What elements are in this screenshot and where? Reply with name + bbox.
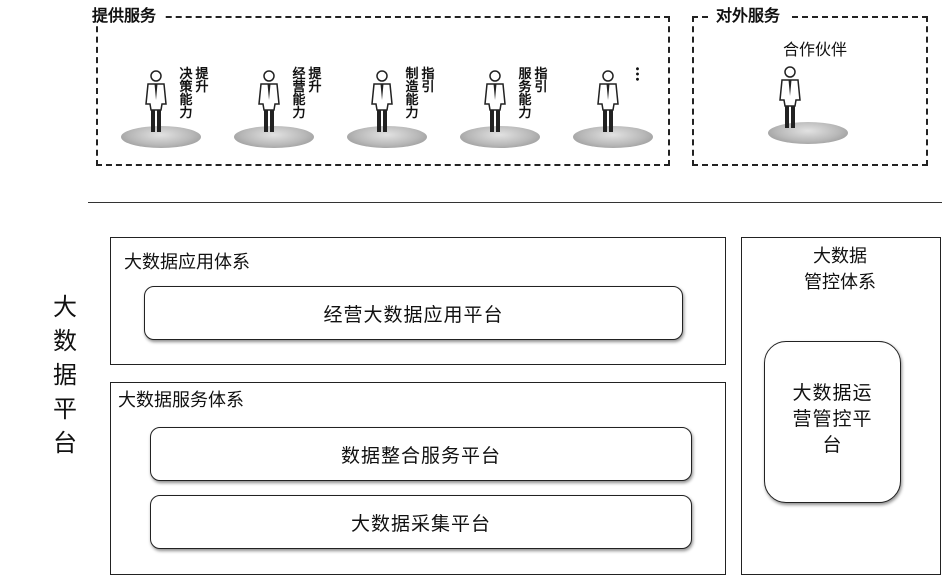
partner-label: 合作伙伴 <box>782 40 847 59</box>
provide-services-title: 提供服务 <box>84 6 165 26</box>
person-icon <box>779 66 801 128</box>
platform-label-char: 大 <box>53 293 77 321</box>
person-decision: 决策能力 提升 <box>121 58 209 148</box>
person-icon <box>371 70 393 132</box>
platform-disc <box>121 126 201 148</box>
application-system-title: 大数据应用体系 <box>124 252 250 273</box>
bigdata-ops-control-platform: 大数据运营管控平台 <box>764 341 901 503</box>
caption-col1: 服务能力 <box>518 67 532 121</box>
person-icon <box>258 70 280 132</box>
bigdata-collection-platform: 大数据采集平台 <box>150 495 692 549</box>
service-system-title: 大数据服务体系 <box>118 390 244 411</box>
platform-disc <box>234 126 314 148</box>
platform-disc <box>347 126 427 148</box>
platform-label-char: 平 <box>53 395 77 423</box>
platform-label-char: 台 <box>53 429 77 457</box>
person-manufacturing: 制造能力 指引 <box>347 58 435 148</box>
person-more: … <box>573 58 653 148</box>
platform-label-char: 据 <box>53 361 77 389</box>
person-partner <box>768 54 848 144</box>
person-icon <box>484 70 506 132</box>
caption-col1: 经营能力 <box>292 67 306 121</box>
platform-label-char: 数 <box>53 327 77 355</box>
person-operation: 经营能力 提升 <box>234 58 322 148</box>
external-services-group <box>692 16 928 166</box>
data-integration-service-platform: 数据整合服务平台 <box>150 427 692 481</box>
external-services-title: 对外服务 <box>708 6 789 26</box>
operation-bigdata-app-platform: 经营大数据应用平台 <box>144 286 683 340</box>
caption-col2: 指引 <box>534 67 548 95</box>
caption-col2: 提升 <box>195 67 209 95</box>
person-service: 服务能力 指引 <box>460 58 548 148</box>
caption-col1: 决策能力 <box>179 67 193 121</box>
bigdata-ops-control-platform-label: 大数据运营管控平台 <box>792 382 873 456</box>
person-icon <box>597 70 619 132</box>
caption-col2: 提升 <box>308 67 322 95</box>
caption-col1: 制造能力 <box>405 67 419 121</box>
caption-col2: 指引 <box>421 67 435 95</box>
provide-services-group <box>96 16 670 166</box>
platform-disc <box>573 126 653 148</box>
ellipsis-vertical: … <box>632 66 651 82</box>
control-system-title: 大数据管控体系 <box>804 246 876 293</box>
section-divider <box>88 202 942 203</box>
person-icon <box>145 70 167 132</box>
platform-disc <box>460 126 540 148</box>
